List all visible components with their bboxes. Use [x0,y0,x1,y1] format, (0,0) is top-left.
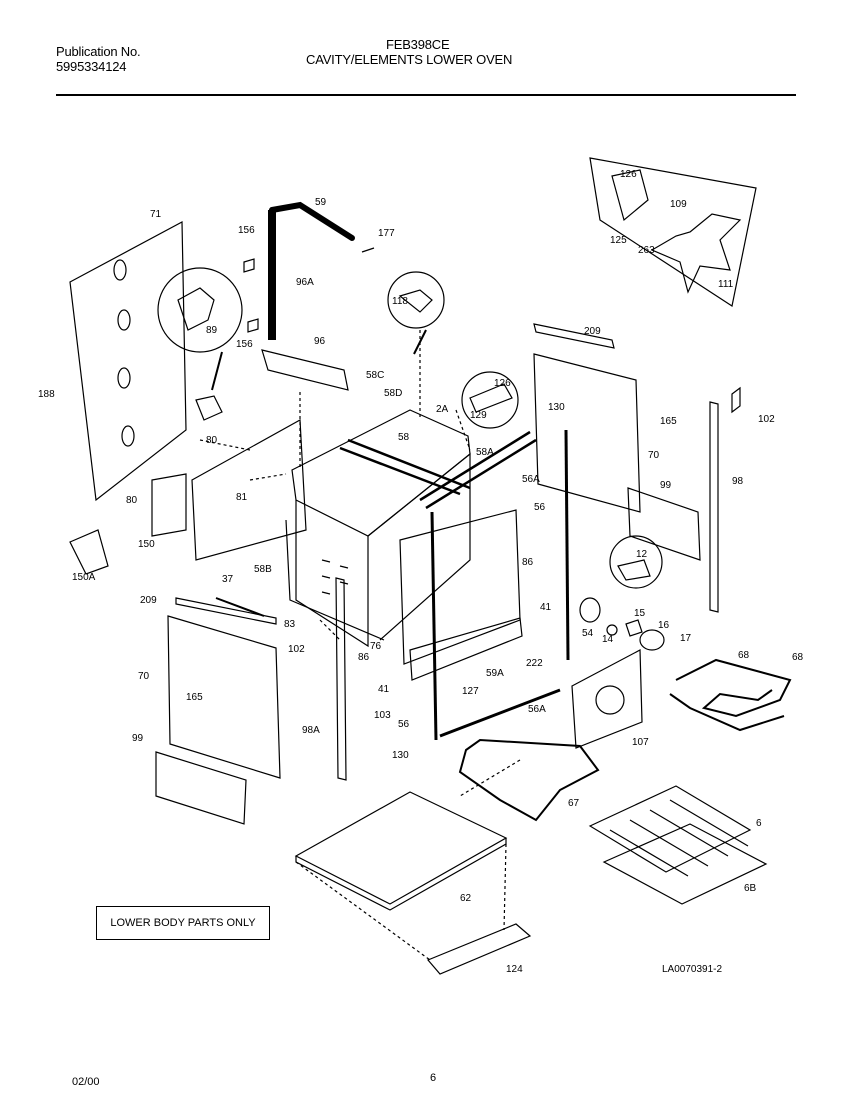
callout-label: 98A [302,725,320,736]
callout-label: 59 [315,197,327,208]
callout-label: 130 [548,402,565,413]
callout-label: 107 [632,737,649,748]
callout-label: 86 [522,557,534,568]
callout-label: 124 [506,964,523,975]
callout-label: 209 [140,595,157,606]
callout-label: 12 [636,549,648,560]
model-number: FEB398CE [386,37,450,52]
callout-label: 58A [476,447,494,458]
oven-cavity-shape [291,409,471,537]
callout-label: 156 [236,339,253,350]
callout-label: 70 [138,671,150,682]
publication-label: Publication No. [56,44,141,59]
callout-label: 14 [602,634,614,645]
callout-label: 80 [206,435,218,446]
callout-label: 56 [398,719,410,730]
callout-label: 129 [470,410,487,421]
callout-label: 58 [398,432,410,443]
callout-label: 6 [756,818,762,829]
callout-label: 83 [284,619,296,630]
callout-label: 156 [238,225,255,236]
callout-label: 56A [522,474,540,485]
callout-label: 41 [540,602,552,613]
callout-label: 54 [582,628,594,639]
callout-label: 58C [366,370,384,381]
callout-label: 58B [254,564,272,575]
detail-circle-shape [157,267,243,353]
callout-label: 68 [792,652,804,663]
callout-label: 150A [72,572,96,583]
callout-label: 80 [126,495,138,506]
callout-label: 109 [670,199,687,210]
callout-label: 2A [436,404,449,415]
callout-label: 59A [486,668,504,679]
callout-label: 58D [384,388,402,399]
callout-label: 15 [634,608,646,619]
callout-label: 16 [658,620,670,631]
callout-label: 98 [732,476,744,487]
callout-labels: 71 156 59 177 96A 89 156 96 118 188 80 8… [38,169,804,975]
callout-label: 222 [526,658,543,669]
callout-label: 102 [758,414,775,425]
footer-date: 02/00 [72,1076,100,1088]
page-number: 6 [430,1072,437,1084]
callout-label: 102 [288,644,305,655]
callout-label: 62 [460,893,472,904]
callout-label: 86 [358,652,370,663]
callout-label: 99 [132,733,144,744]
callout-label: 150 [138,539,155,550]
callout-label: 81 [236,492,248,503]
callout-label: 67 [568,798,580,809]
callout-label: 56 [534,502,546,513]
callout-label: 111 [718,279,734,290]
page-title: CAVITY/ELEMENTS LOWER OVEN [306,52,513,67]
callout-label: 6B [744,883,757,894]
callout-label: 70 [648,450,660,461]
callout-label: 126 [494,378,511,389]
callout-label: 177 [378,228,395,239]
callout-label: 125 [610,235,627,246]
drawing-code: LA0070391-2 [662,964,722,975]
callout-label: 165 [660,416,677,427]
callout-label: 209 [584,326,601,337]
callout-label: 188 [38,389,55,400]
callout-label: 263 [638,245,655,256]
publication-number: 5995334124 [56,59,127,74]
callout-label: 76 [370,641,382,652]
callout-label: 71 [150,209,162,220]
callout-label: 96A [296,277,314,288]
callout-label: 96 [314,336,326,347]
callout-label: 130 [392,750,409,761]
callout-label: 37 [222,574,234,585]
callout-label: 165 [186,692,203,703]
header-rule [56,94,796,96]
callout-label: 127 [462,686,479,697]
callout-label: 41 [378,684,390,695]
callout-label: 68 [738,650,750,661]
callout-label: 17 [680,633,692,644]
back-panel-shape [69,221,187,502]
lower-body-note: LOWER BODY PARTS ONLY [96,906,270,940]
callout-label: 99 [660,480,672,491]
callout-label: 89 [206,325,218,336]
callout-label: 56A [528,704,546,715]
callout-label: 103 [374,710,391,721]
callout-label: 118 [392,296,408,307]
callout-label: 126 [620,169,637,180]
